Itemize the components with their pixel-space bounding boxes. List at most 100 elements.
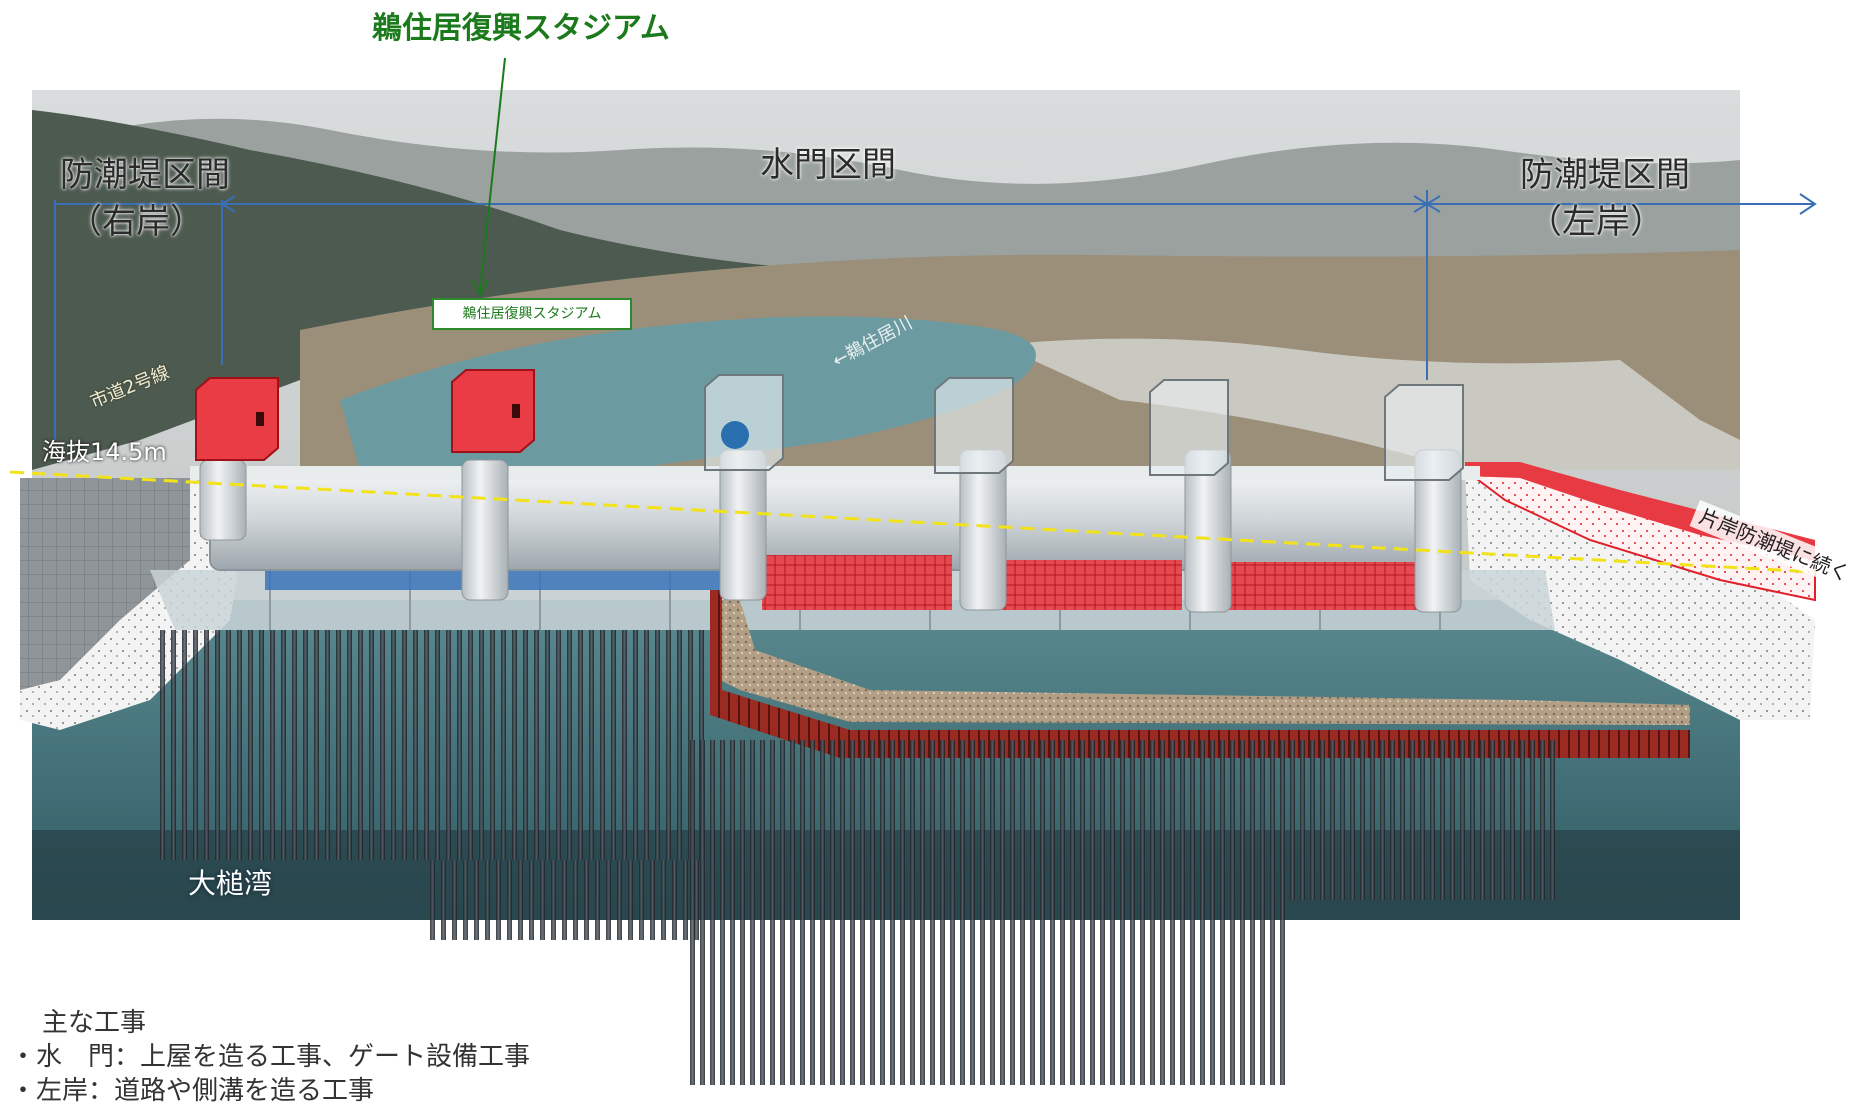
pile-shallow (523, 630, 528, 860)
pile-upper (1420, 740, 1425, 900)
pile-upper (1160, 740, 1165, 900)
gate-pier (461, 459, 509, 601)
gate-hoist-motor (721, 421, 749, 449)
pile-shallow (347, 630, 352, 860)
pile-upper (1410, 740, 1415, 900)
pile-mid (617, 860, 622, 940)
dimension-lines (54, 190, 1817, 440)
pile-shallow (413, 630, 418, 860)
pile-deep (820, 900, 825, 1085)
pile-upper (1260, 740, 1265, 900)
pile-deep (1260, 900, 1265, 1085)
pile-mid (584, 860, 589, 940)
pile-shallow (193, 630, 198, 860)
pile-upper (1200, 740, 1205, 900)
pile-shallow (424, 630, 429, 860)
pile-shallow (468, 630, 473, 860)
pile-mid (463, 860, 468, 940)
pile-upper (1280, 740, 1285, 900)
pile-deep (1250, 900, 1255, 1085)
pile-deep (1170, 900, 1175, 1085)
pile-deep (720, 900, 725, 1085)
pile-upper (930, 740, 935, 900)
pile-upper (1050, 740, 1055, 900)
pile-shallow (578, 630, 583, 860)
pile-upper (970, 740, 975, 900)
pile-shallow (600, 630, 605, 860)
pile-deep (1210, 900, 1215, 1085)
pile-upper (830, 740, 835, 900)
pile-shallow (303, 630, 308, 860)
pile-shallow (666, 630, 671, 860)
pile-upper (1000, 740, 1005, 900)
pile-upper (1070, 740, 1075, 900)
pile-upper (1370, 740, 1375, 900)
pile-mid (507, 860, 512, 940)
pile-upper (1390, 740, 1395, 900)
pile-deep (770, 900, 775, 1085)
pile-deep (700, 900, 705, 1085)
pile-upper (910, 740, 915, 900)
pile-shallow (490, 630, 495, 860)
pile-deep (1160, 900, 1165, 1085)
pile-deep (740, 900, 745, 1085)
pile-deep (800, 900, 805, 1085)
pile-upper (960, 740, 965, 900)
stadium-box-label: 鵜住居復興スタジアム (432, 298, 632, 330)
pile-upper (1340, 740, 1345, 900)
pile-upper (1020, 740, 1025, 900)
pile-upper (1380, 740, 1385, 900)
pile-shallow (281, 630, 286, 860)
gate-house-upper (1384, 384, 1464, 481)
pile-deep (1220, 900, 1225, 1085)
pile-mid (683, 860, 688, 940)
pile-upper (1270, 740, 1275, 900)
pile-shallow (226, 630, 231, 860)
pile-deep (1060, 900, 1065, 1085)
pile-mid (496, 860, 501, 940)
pile-upper (1350, 740, 1355, 900)
notes-item-gate: ・水 門：上屋を造る工事、ゲート設備工事 (10, 1042, 531, 1072)
pile-deep (950, 900, 955, 1085)
pile-deep (1200, 900, 1205, 1085)
pile-deep (1070, 900, 1075, 1085)
pile-deep (1130, 900, 1135, 1085)
pile-upper (1110, 740, 1115, 900)
pile-upper (690, 740, 695, 900)
pile-upper (860, 740, 865, 900)
gate-house-upper-red (451, 369, 535, 453)
pile-mid (551, 860, 556, 940)
pile-upper (1290, 740, 1295, 900)
pile-deep (790, 900, 795, 1085)
gate-house-upper (934, 377, 1014, 474)
pile-upper (1220, 740, 1225, 900)
notes-item-left-bank: ・左岸：道路や側溝を造る工事 (10, 1076, 375, 1106)
pile-deep (1000, 900, 1005, 1085)
pile-shallow (622, 630, 627, 860)
pile-deep (750, 900, 755, 1085)
snow-patches (1000, 338, 1740, 470)
pile-deep (1110, 900, 1115, 1085)
pile-upper (1130, 740, 1135, 900)
pile-mid (430, 860, 435, 940)
pile-deep (1040, 900, 1045, 1085)
pile-upper (1530, 740, 1535, 900)
pile-shallow (402, 630, 407, 860)
pile-upper (1080, 740, 1085, 900)
pile-upper (760, 740, 765, 900)
pile-mid (661, 860, 666, 940)
right-arrow-icon (1799, 193, 1817, 215)
pile-upper (1510, 740, 1515, 900)
pile-shallow (237, 630, 242, 860)
pile-deep (690, 900, 695, 1085)
pile-deep (1240, 900, 1245, 1085)
pile-upper (800, 740, 805, 900)
pile-shallow (336, 630, 341, 860)
pile-shallow (248, 630, 253, 860)
section-right-label: 防潮堤区間 (60, 155, 230, 195)
pile-upper (950, 740, 955, 900)
pile-shallow (204, 630, 209, 860)
pile-upper (750, 740, 755, 900)
pile-upper (820, 740, 825, 900)
